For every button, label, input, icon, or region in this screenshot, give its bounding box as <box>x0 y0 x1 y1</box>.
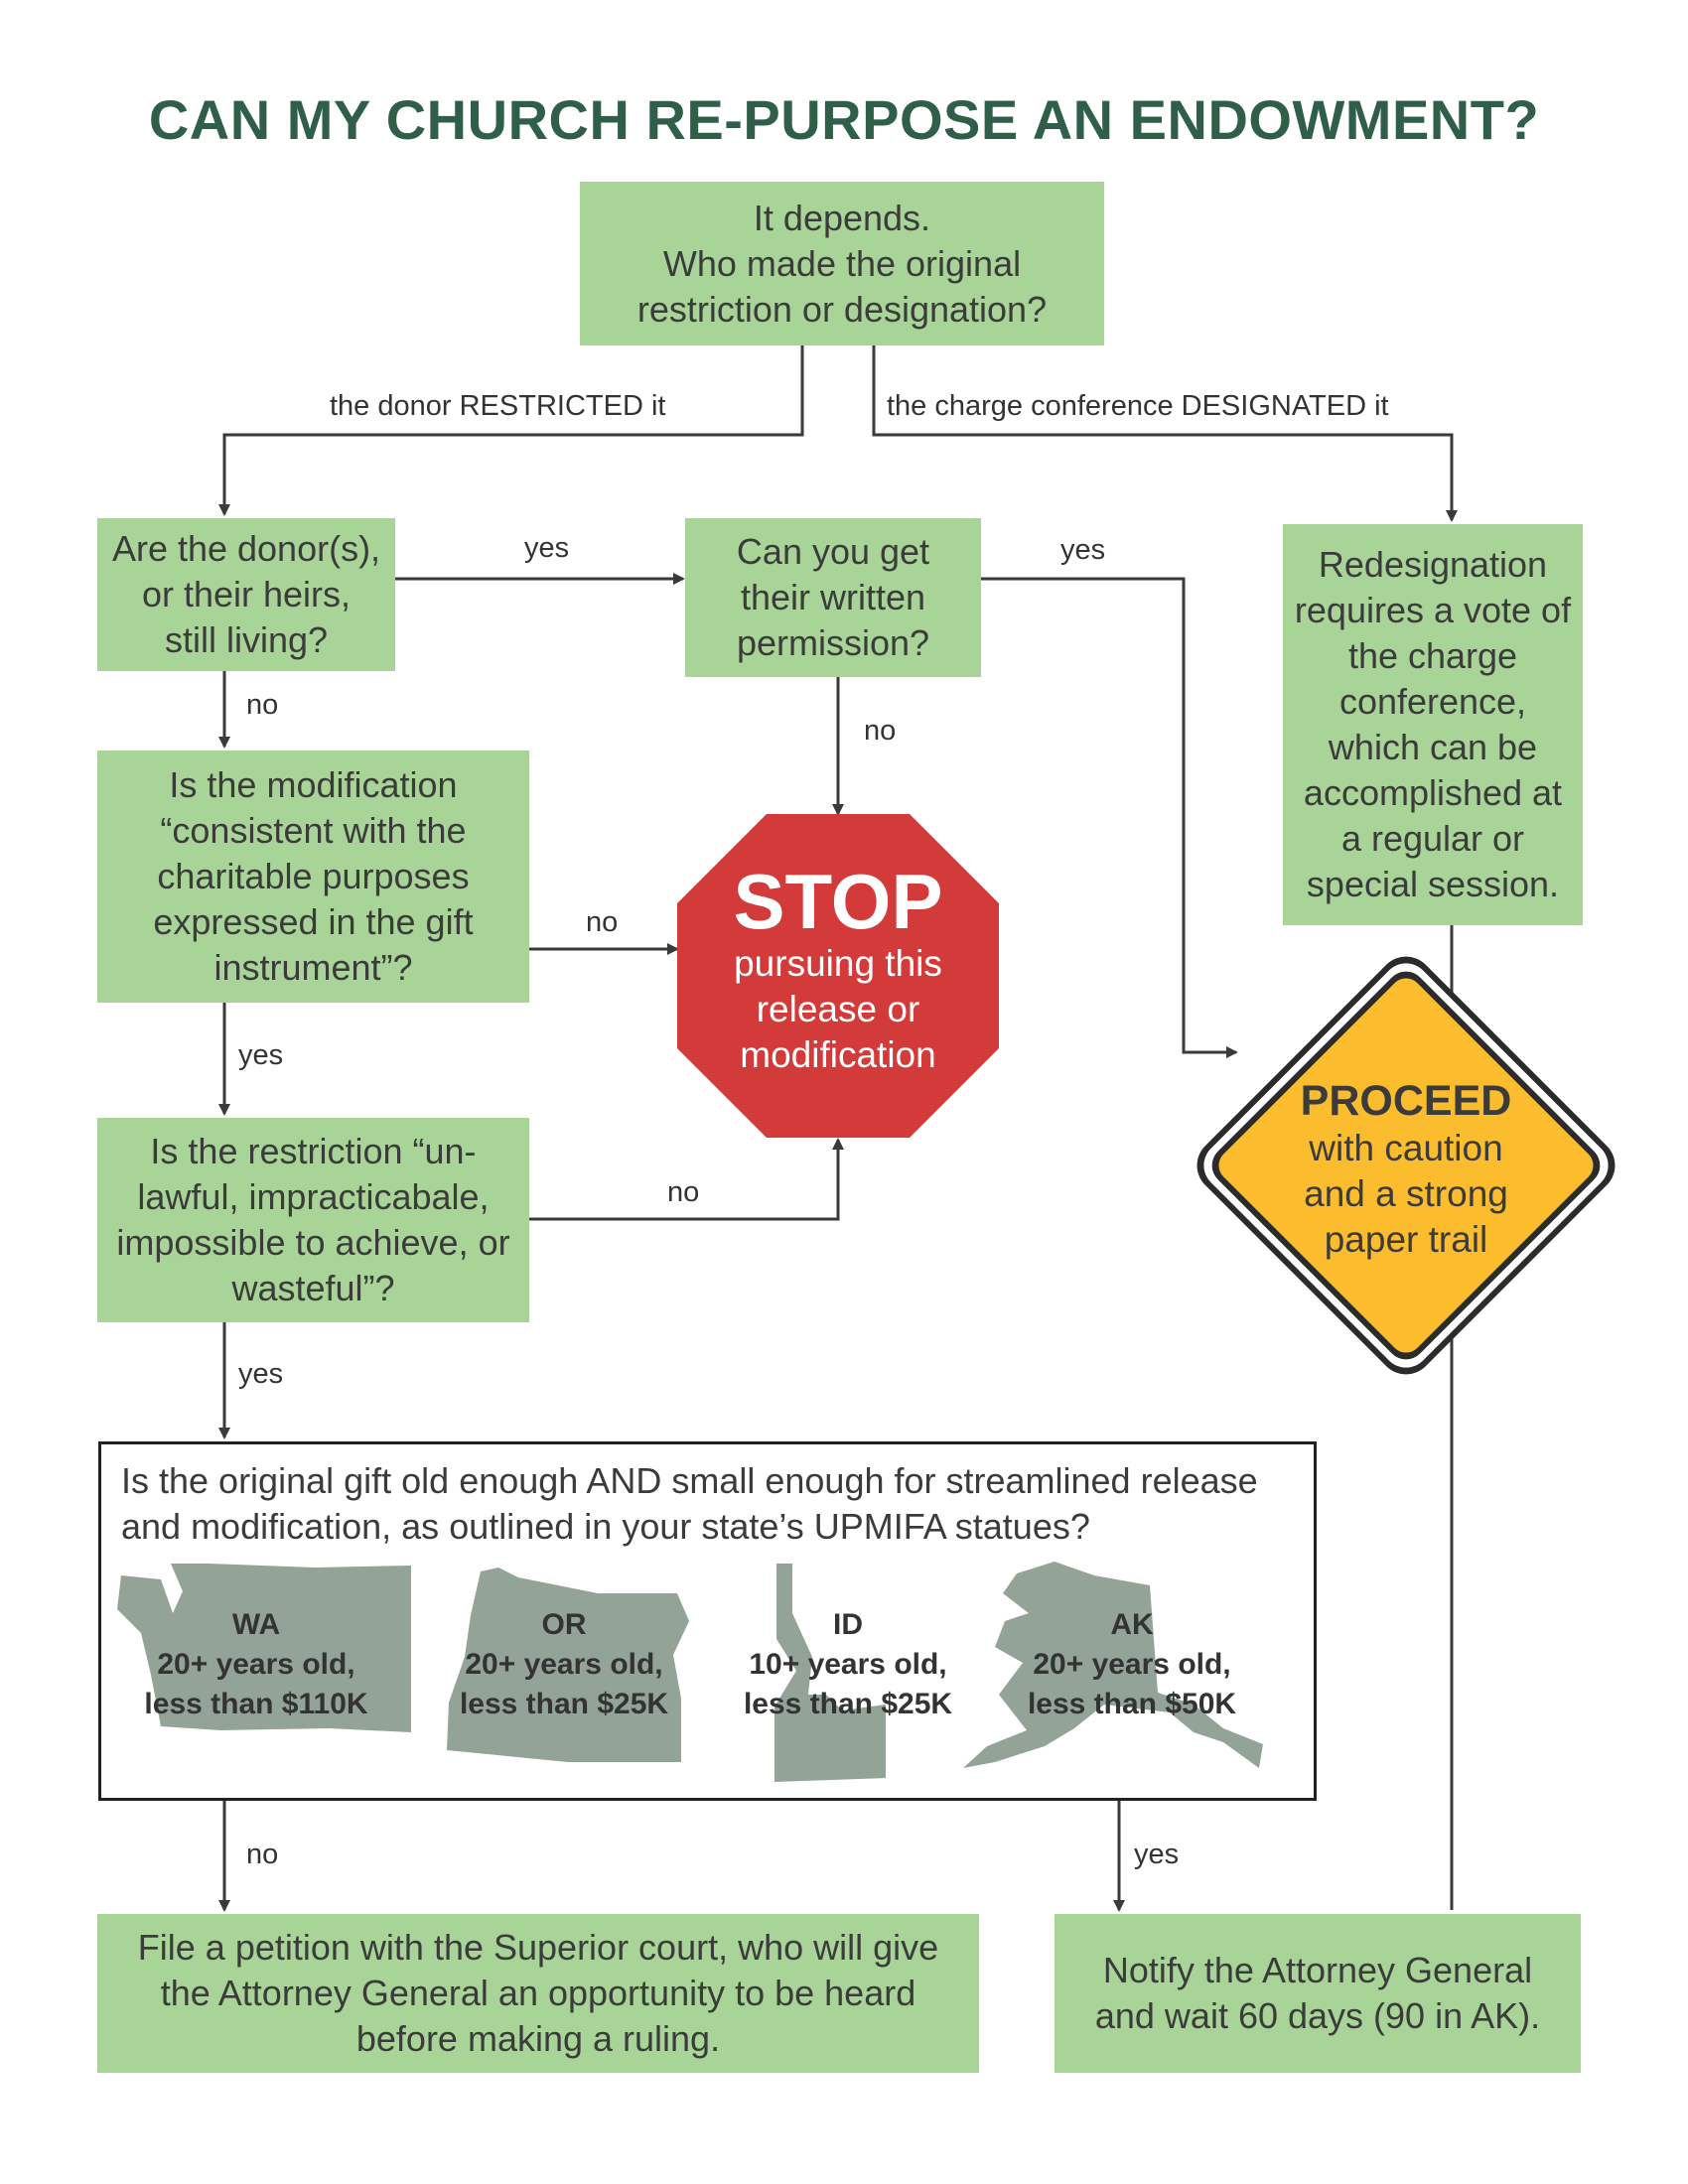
edge-label-charge-designated: the charge conference DESIGNATED it <box>887 390 1389 422</box>
upmifa-question: Is the original gift old enough AND smal… <box>121 1460 1258 1547</box>
proceed-sign-text: PROCEED with caution and a strong paper … <box>1217 1076 1595 1263</box>
arrow-permission-yes <box>981 577 1238 1058</box>
consistent-purpose-box: Is the modification “consistent with the… <box>97 751 529 1003</box>
arrow-donor-restricted <box>218 345 804 516</box>
idaho-state-shape <box>774 1564 886 1782</box>
start-question-box: It depends. Who made the original restri… <box>580 182 1104 345</box>
edge-label-donor-restricted: the donor RESTRICTED it <box>330 390 666 422</box>
state-wa: WA 20+ years old, less than $110K <box>144 1608 368 1720</box>
edge-label-upmifa-no: no <box>246 1839 279 1870</box>
proceed-sign <box>1196 956 1616 1375</box>
state-or: OR 20+ years old, less than $25K <box>459 1608 669 1720</box>
page-title: CAN MY CHURCH RE-PURPOSE AN ENDOWMENT? <box>148 88 1540 151</box>
state-silhouettes <box>117 1562 1263 1782</box>
washington-state-shape <box>117 1564 411 1732</box>
oregon-state-shape <box>447 1568 689 1762</box>
file-petition-box: File a petition with the Superior court,… <box>97 1914 979 2073</box>
state-ak: AK 20+ years old, less than $50K <box>1027 1608 1237 1720</box>
upmifa-question-box: Is the original gift old enough AND smal… <box>98 1441 1317 1801</box>
alaska-state-shape <box>963 1562 1263 1768</box>
edge-label-unlawful-no: no <box>667 1176 700 1208</box>
redesignation-box: Redesignation requires a vote of the cha… <box>1283 524 1583 925</box>
arrow-charge-designated <box>872 345 1458 522</box>
unlawful-restriction-box: Is the restriction “un- lawful, impracti… <box>97 1118 529 1322</box>
edge-label-consistent-yes: yes <box>238 1039 284 1071</box>
state-id: ID 10+ years old, less than $25K <box>743 1608 953 1720</box>
donors-living-box: Are the donor(s), or their heirs, still … <box>97 518 395 671</box>
stop-title: STOP <box>733 858 943 945</box>
stop-sign <box>677 814 999 1138</box>
arrow-unlawful-no <box>529 1138 844 1221</box>
written-permission-box: Can you get their written permission? <box>685 518 981 677</box>
edge-label-living-yes: yes <box>524 532 570 564</box>
edge-label-consistent-no: no <box>586 906 619 938</box>
edge-label-permission-yes: yes <box>1060 534 1106 566</box>
edge-label-living-no: no <box>246 689 279 721</box>
proceed-title: PROCEED <box>1300 1077 1512 1125</box>
edge-label-unlawful-yes: yes <box>238 1358 284 1390</box>
edge-label-upmifa-yes: yes <box>1134 1839 1180 1870</box>
edge-label-permission-no: no <box>864 715 897 747</box>
notify-attorney-general-box: Notify the Attorney General and wait 60 … <box>1055 1914 1581 2073</box>
stop-sign-text: STOP pursuing this release or modificati… <box>677 862 999 1078</box>
